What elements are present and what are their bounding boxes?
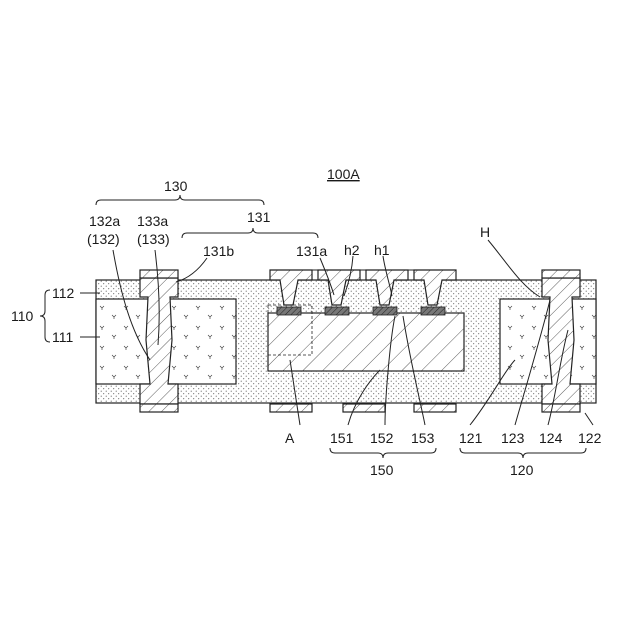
label-h1: h1 (374, 242, 390, 258)
label-h2: h2 (344, 242, 360, 258)
label-132a: 132a (89, 213, 120, 229)
label-151: 151 (330, 430, 354, 446)
label-152: 152 (370, 430, 394, 446)
label-111: 111 (52, 329, 73, 345)
label-150: 150 (370, 462, 394, 478)
die-pad-1 (277, 307, 301, 315)
label-153: 153 (411, 430, 435, 446)
label-H: H (480, 224, 490, 240)
label-130: 130 (164, 178, 188, 194)
label-122: 122 (578, 430, 602, 446)
label-133a: 133a (137, 213, 168, 229)
label-131: 131 (247, 209, 271, 225)
label-131b: 131b (203, 243, 234, 259)
die-pad-2 (325, 307, 349, 315)
through-via-120 (542, 270, 580, 412)
figure-id-label: 100A (327, 166, 360, 182)
label-123: 123 (501, 430, 525, 446)
die-pad-3 (373, 307, 397, 315)
label-124: 124 (539, 430, 563, 446)
label-121: 121 (459, 430, 483, 446)
label-110: 110 (11, 308, 34, 324)
label-120: 120 (510, 462, 534, 478)
label-131a: 131a (296, 243, 327, 259)
label-133: (133) (137, 231, 170, 247)
label-132: (132) (87, 231, 120, 247)
embedded-die-150 (268, 313, 464, 371)
label-112: 112 (52, 285, 75, 301)
die-pad-4 (421, 307, 445, 315)
label-A: A (285, 430, 295, 446)
